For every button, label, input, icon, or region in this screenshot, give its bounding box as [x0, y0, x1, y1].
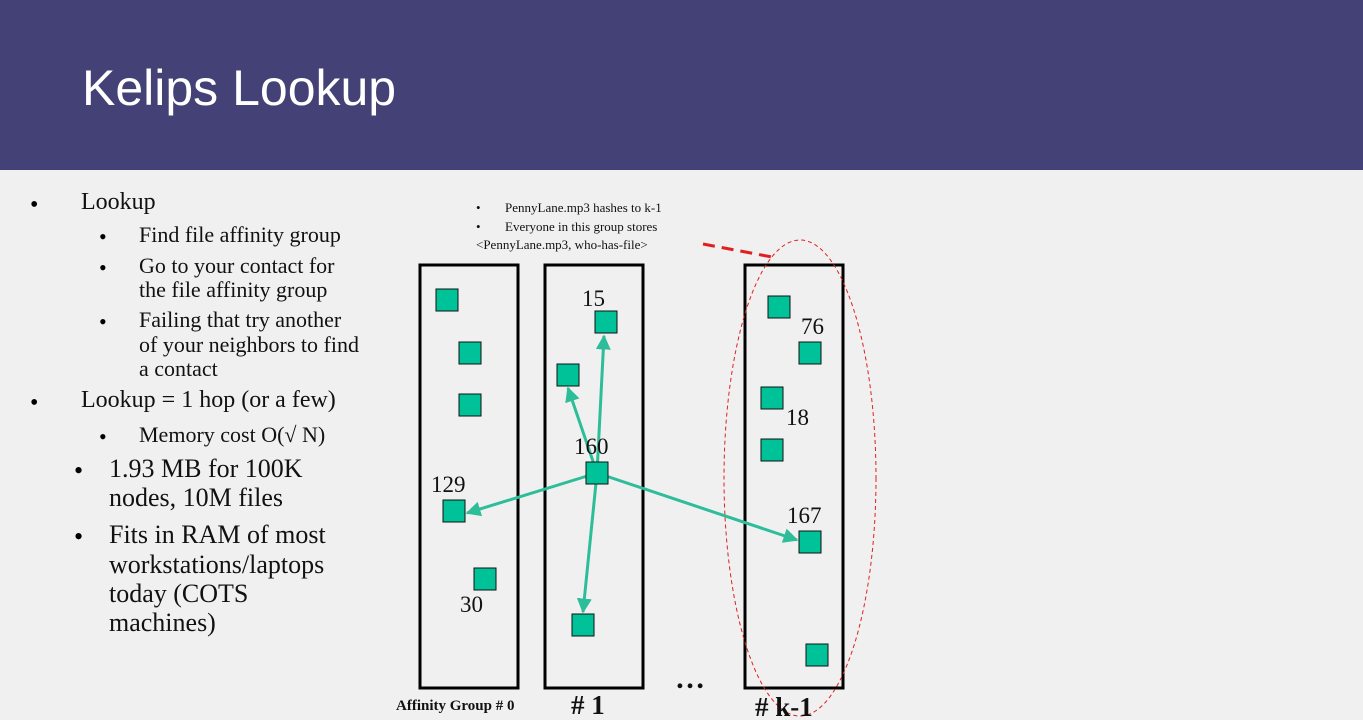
- node-30: [473, 567, 497, 591]
- node-square: [556, 363, 580, 387]
- bullet-dot: •: [476, 200, 481, 215]
- callout-connector: [702, 242, 773, 259]
- bullet-dot: •: [99, 424, 107, 449]
- node-label-76: 76: [801, 314, 824, 339]
- node-167: [798, 530, 822, 554]
- bullet-memory-cost: Memory cost O(√ N): [139, 422, 326, 447]
- affinity-group-k-1-box: [743, 263, 845, 690]
- arrow-to-167: [596, 471, 799, 543]
- bullet-failing-line2: of your neighbors to find: [139, 332, 359, 357]
- node-square: [760, 438, 784, 462]
- bullet-ram-line4: machines): [109, 608, 216, 637]
- bullet-ram-line2: workstations/laptops: [109, 550, 325, 579]
- group-label-1: # 1: [571, 690, 605, 720]
- node-160: [585, 461, 609, 485]
- node-15: [594, 310, 618, 334]
- arrow-to-129: [465, 471, 598, 517]
- bullet-contact-line2: the file affinity group: [139, 277, 328, 302]
- arrow-to-neighbor: [565, 386, 599, 474]
- bullet-find-group: Find file affinity group: [139, 222, 341, 247]
- bullet-lookup: Lookup: [81, 189, 156, 215]
- target-group-ellipse: [723, 239, 877, 717]
- node-square: [805, 643, 829, 667]
- bullet-ram-line1: Fits in RAM of most: [109, 520, 326, 549]
- node-square: [458, 341, 482, 365]
- groups-ellipsis: …: [675, 662, 705, 695]
- bullet-dot: •: [476, 219, 481, 234]
- bullet-failing-line3: a contact: [139, 356, 218, 381]
- callout-hash-line: PennyLane.mp3 hashes to k-1: [505, 200, 662, 215]
- node-square: [458, 393, 482, 417]
- bullet-ram-line3: today (COTS: [109, 579, 249, 608]
- bullet-one-hop: Lookup = 1 hop (or a few): [81, 387, 336, 413]
- group-label-k-1: # k-1: [755, 692, 813, 720]
- bullet-size-line2: nodes, 10M files: [109, 483, 284, 512]
- node-label-129: 129: [431, 472, 466, 497]
- node-label-167: 167: [787, 503, 822, 528]
- affinity-group-1-box: [543, 263, 645, 690]
- bullet-failing-line1: Failing that try another: [139, 307, 342, 332]
- slide-title: Kelips Lookup: [82, 60, 397, 116]
- node-label-160: 160: [574, 434, 609, 459]
- node-18: [760, 386, 784, 410]
- affinity-group-0-box: [418, 263, 520, 690]
- group-label-0: Affinity Group # 0: [396, 698, 514, 714]
- bullet-dot: •: [99, 255, 107, 280]
- callout-stores-line: Everyone in this group stores: [505, 219, 658, 234]
- node-label-18: 18: [786, 405, 809, 430]
- bullet-dot: •: [30, 390, 39, 416]
- bullet-contact-line1: Go to your contact for: [139, 253, 335, 278]
- node-76: [798, 341, 822, 365]
- bullet-dot: •: [74, 456, 84, 485]
- bullet-dot: •: [74, 522, 84, 551]
- node-square: [767, 295, 791, 319]
- title-bar: Kelips Lookup: [0, 0, 1363, 170]
- node-129: [442, 499, 466, 523]
- arrow-to-bottom: [576, 472, 599, 614]
- node-label-30: 30: [460, 592, 483, 617]
- node-square: [435, 288, 459, 312]
- bullet-dot: •: [30, 192, 39, 218]
- bullet-dot: •: [99, 309, 107, 334]
- node-square: [571, 613, 595, 637]
- bullet-size-line1: 1.93 MB for 100K: [109, 454, 303, 483]
- bullet-dot: •: [99, 224, 107, 249]
- callout-tuple-line: <PennyLane.mp3, who-has-file>: [476, 237, 648, 252]
- arrow-to-15: [595, 334, 611, 474]
- node-label-15: 15: [582, 286, 605, 311]
